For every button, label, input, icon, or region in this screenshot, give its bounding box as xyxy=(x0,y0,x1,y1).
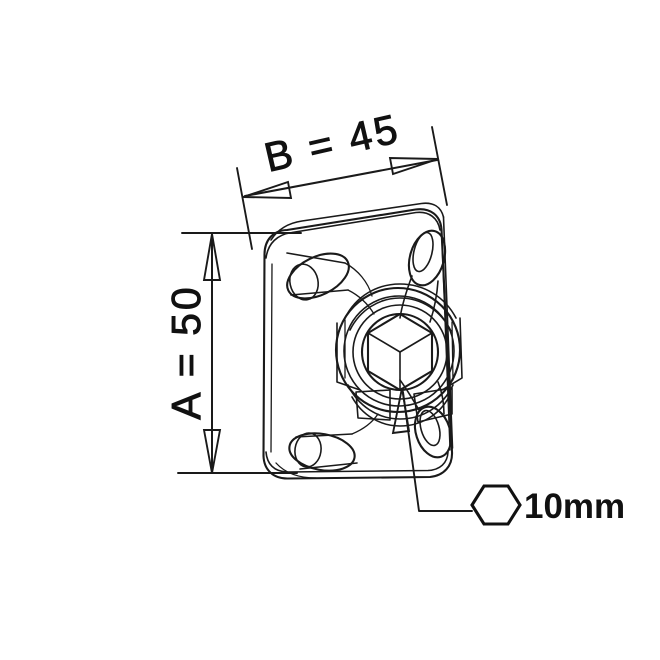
mounting-hole-bottom-left xyxy=(288,413,379,472)
plate-left-inner-edge xyxy=(270,263,273,453)
collar-lower-right-slot xyxy=(413,387,453,423)
collar-lower-band-2 xyxy=(351,396,450,427)
collar-left-flank xyxy=(336,322,361,391)
hole-br-bore xyxy=(419,409,441,447)
hole-br-web-left xyxy=(399,379,420,411)
dim-a-arrow-down xyxy=(202,429,222,474)
hole-bl-outer xyxy=(288,432,356,472)
hole-br-web-right xyxy=(437,381,445,415)
hole-tl-bore xyxy=(289,263,319,301)
hole-tr-web-right xyxy=(429,280,439,323)
collar-right-flank xyxy=(441,317,463,391)
dim-b-arrow-right xyxy=(388,157,439,176)
mounting-holes-group xyxy=(286,229,453,472)
hole-tl-rib-out xyxy=(347,289,375,315)
dimension-b-group: B = 45 xyxy=(236,105,448,250)
hole-tl-rib-in xyxy=(344,262,373,297)
collar-right-flank-inner xyxy=(451,321,454,381)
dim-b-extension-left xyxy=(236,167,253,250)
hex-facet-upper-left xyxy=(367,332,401,353)
hex-socket-head xyxy=(366,312,434,392)
hole-tl-web-lower xyxy=(290,289,349,296)
hole-tr-bore xyxy=(412,231,434,273)
dimension-a-group: A = 50 xyxy=(162,232,302,474)
callout-leader-arrow xyxy=(391,387,411,435)
dim-b-line xyxy=(244,159,438,197)
collar-lower-left-slot xyxy=(355,389,391,421)
hole-tl-web-upper xyxy=(286,252,346,264)
plate-bottom-chamfer xyxy=(265,451,449,473)
callout-label: 10mm xyxy=(524,487,625,526)
hexagon-icon xyxy=(470,484,522,526)
hole-bl-web-upper xyxy=(295,433,353,438)
dim-a-arrow-up xyxy=(202,233,222,281)
dim-b-extension-right xyxy=(431,126,448,206)
hole-tl-outer xyxy=(286,252,350,300)
collar-upper-band xyxy=(344,283,457,319)
hex-callout-group: 10mm xyxy=(391,387,625,526)
plate-bottom-inner-edge xyxy=(275,462,317,479)
dim-a-label: A = 50 xyxy=(163,284,209,419)
plate-depth-edge xyxy=(270,202,445,241)
collar-upper-band-2 xyxy=(349,297,452,332)
hole-tr-outer xyxy=(407,229,447,287)
hole-bl-rib-in xyxy=(351,413,379,435)
plate-top-chamfer xyxy=(265,211,441,259)
hex-facet-upper-right xyxy=(399,332,433,353)
dim-b-arrow-left xyxy=(242,180,293,199)
mounting-hole-bottom-right xyxy=(399,379,453,459)
hole-br-outer xyxy=(413,405,453,459)
collar-lower-band xyxy=(347,384,454,420)
hole-bl-web-lower xyxy=(299,462,358,470)
mounting-hole-top-left xyxy=(286,252,375,315)
hole-bl-bore xyxy=(294,432,322,468)
